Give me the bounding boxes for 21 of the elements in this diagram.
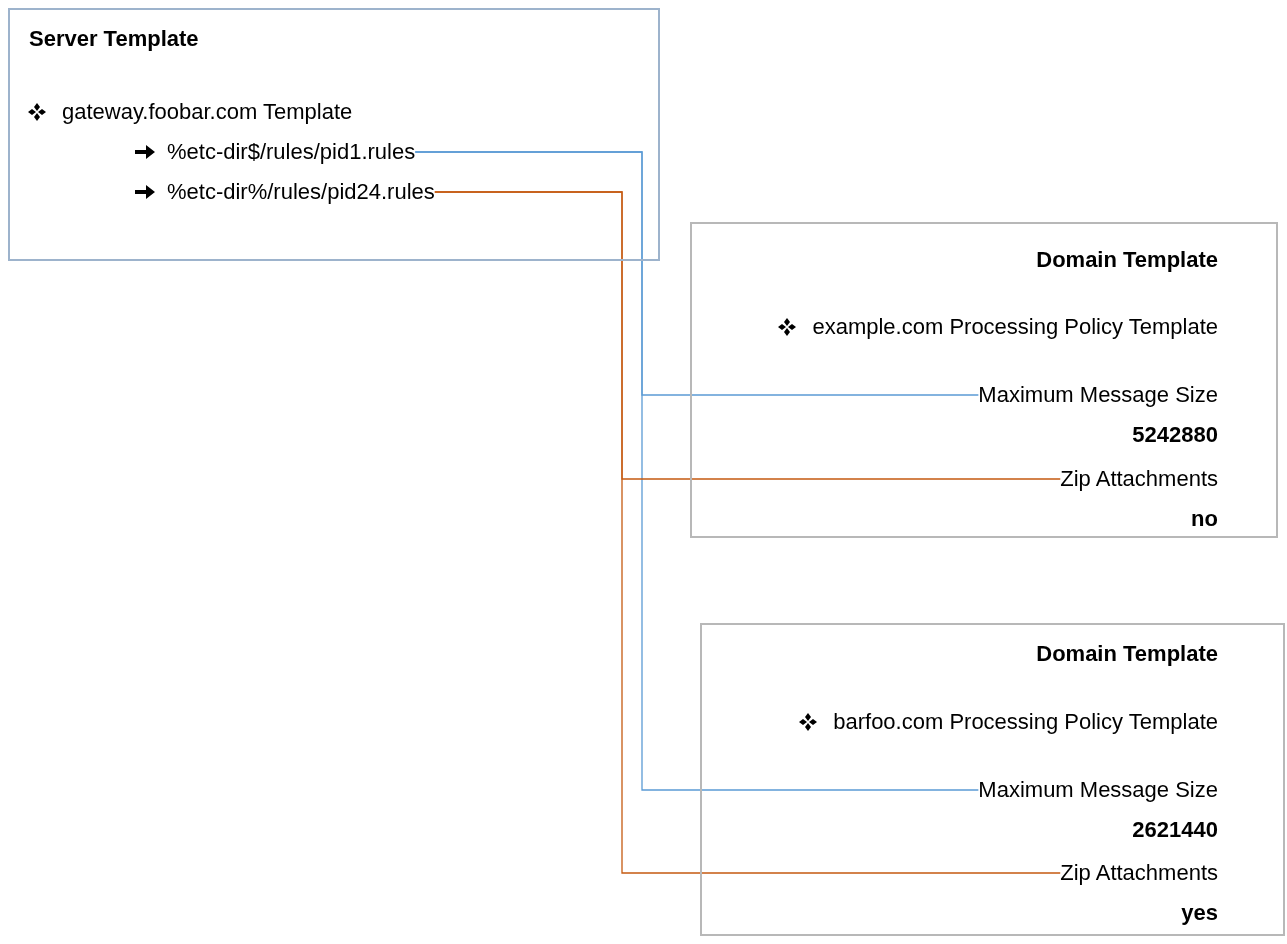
rule-file-path: %etc-dir$/rules/pid1.rules xyxy=(167,132,416,172)
setting-name: Maximum Message Size xyxy=(978,381,1218,409)
setting-name: Maximum Message Size xyxy=(978,776,1218,804)
connector-line xyxy=(414,151,979,791)
policy-template-text: example.com Processing Policy Template xyxy=(812,313,1218,341)
template-panel xyxy=(8,8,660,261)
setting-value: 2621440 xyxy=(1131,816,1218,844)
setting-name: Zip Attachments xyxy=(1060,859,1218,887)
panel-heading: Server Template xyxy=(29,25,199,53)
policy-template-text: barfoo.com Processing Policy Template xyxy=(833,708,1218,736)
rule-file-path: %etc-dir%/rules/pid24.rules xyxy=(167,172,435,212)
template-panel xyxy=(700,623,1285,936)
setting-value: yes xyxy=(1180,899,1218,927)
host-template-text: gateway.foobar.com Template xyxy=(62,98,353,126)
panel-heading: Domain Template xyxy=(1036,640,1218,668)
panel-heading: Domain Template xyxy=(1036,246,1218,274)
template-panel xyxy=(690,222,1278,538)
setting-name: Zip Attachments xyxy=(1060,465,1218,493)
setting-value: no xyxy=(1190,505,1218,533)
setting-value: 5242880 xyxy=(1131,421,1218,449)
connector-line xyxy=(434,191,1061,874)
